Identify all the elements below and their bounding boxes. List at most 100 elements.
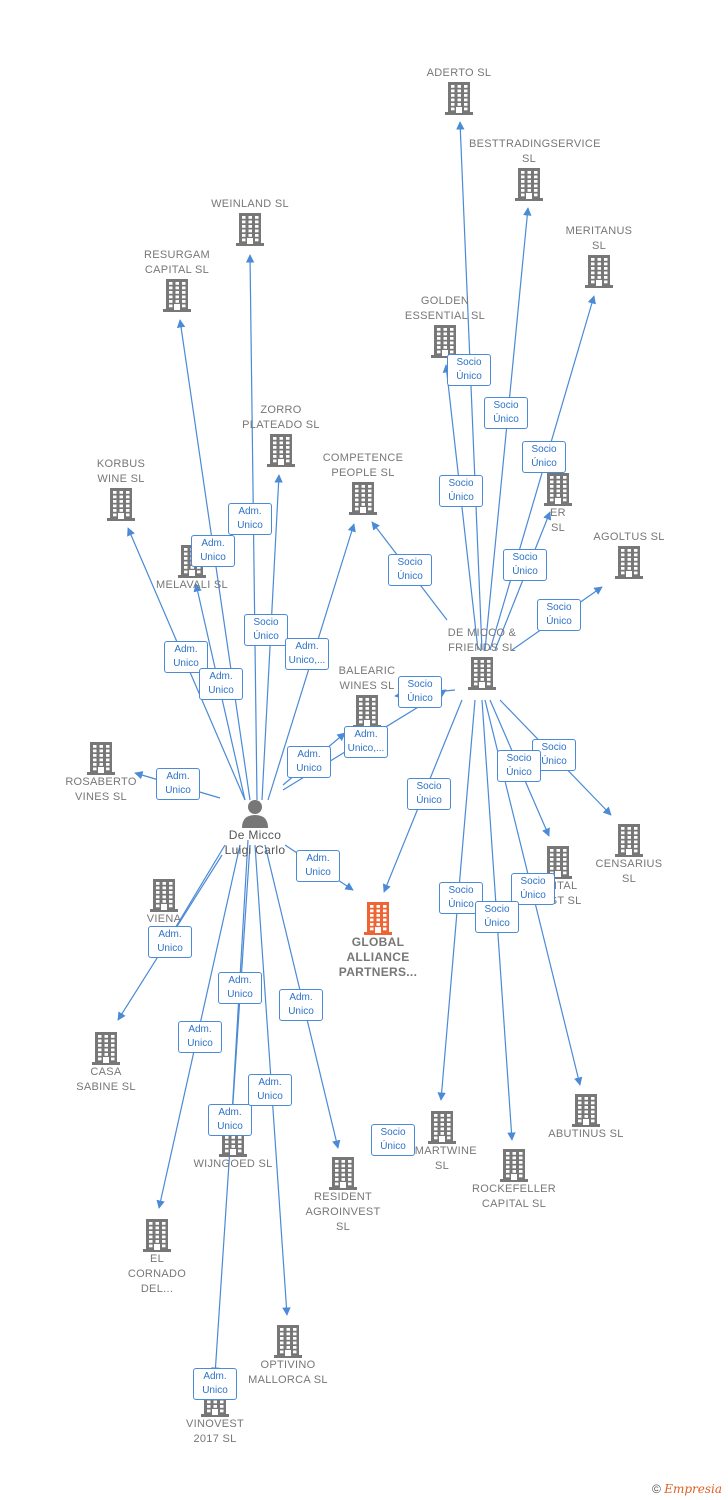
edge-label-badge[interactable]: Socio Único: [511, 873, 555, 905]
edge-label-badge[interactable]: Socio Único: [371, 1124, 415, 1156]
edge-label-badge[interactable]: Adm. Unico: [191, 535, 235, 567]
node-resident[interactable]: RESIDENT AGROINVEST SL: [283, 1156, 403, 1235]
building-icon: [382, 1110, 502, 1144]
edge-demf-er: [494, 511, 552, 651]
edge-label-badge[interactable]: Socio Único: [484, 397, 528, 429]
edge-demf-meritanus: [489, 295, 596, 651]
edge-demf-besttrading: [484, 207, 532, 651]
node-abutinus[interactable]: ABUTINUS SL: [526, 1093, 646, 1142]
node-label: GOLDEN ESSENTIAL SL: [404, 295, 486, 322]
node-competence[interactable]: COMPETENCE PEOPLE SL: [303, 451, 423, 515]
node-smartwine[interactable]: SMARTWINE SL: [382, 1110, 502, 1174]
edge-label-badge[interactable]: Adm. Unico: [178, 1021, 222, 1053]
edge-label-badge[interactable]: Adm. Unico: [156, 768, 200, 800]
building-icon: [318, 901, 438, 935]
node-label: COMPETENCE PEOPLE SL: [322, 452, 404, 479]
node-label: GLOBAL ALLIANCE PARTNERS...: [338, 935, 418, 979]
edge-label-badge[interactable]: Socio Único: [447, 354, 491, 386]
node-besttrading[interactable]: BESTTRADINGSERVICE SL: [469, 137, 600, 201]
edge-label-badge[interactable]: Socio Único: [439, 475, 483, 507]
node-casasabine[interactable]: CASA SABINE SL: [46, 1031, 166, 1095]
node-agoltus[interactable]: AGOLTUS SL: [569, 530, 689, 579]
edge-label-badge[interactable]: Adm. Unico: [248, 1074, 292, 1106]
edge-label-badge[interactable]: Socio Único: [522, 441, 566, 473]
node-label: ER SL: [550, 507, 566, 534]
building-icon: [303, 481, 423, 515]
edge-label-badge[interactable]: Socio Único: [537, 599, 581, 631]
node-optivino[interactable]: OPTIVINO MALLORCA SL: [228, 1324, 348, 1388]
building-icon: [228, 1324, 348, 1358]
building-icon: [469, 167, 589, 201]
node-person[interactable]: De Micco Luigi Carlo: [195, 798, 315, 858]
edge-label-badge[interactable]: Adm. Unico: [287, 746, 331, 778]
edge-label-badge[interactable]: Adm. Unico: [164, 641, 208, 673]
node-rockefeller[interactable]: ROCKEFELLER CAPITAL SL: [454, 1148, 574, 1212]
node-demf[interactable]: DE MICCO & FRIENDS SL: [422, 626, 542, 690]
node-label: MELAVALI SL: [156, 579, 228, 591]
node-meritanus[interactable]: MERITANUS SL: [539, 224, 659, 288]
edge-label-badge[interactable]: Adm. Unico: [199, 668, 243, 700]
node-elcornado[interactable]: EL CORNADO DEL...: [97, 1218, 217, 1297]
building-icon: [61, 487, 181, 521]
building-icon: [454, 1148, 574, 1182]
edge-label-badge[interactable]: Adm. Unico: [193, 1368, 237, 1400]
node-label: OPTIVINO MALLORCA SL: [248, 1359, 328, 1386]
building-icon: [399, 81, 519, 115]
edge-label-badge[interactable]: Socio Único: [497, 750, 541, 782]
node-er[interactable]: ER SL: [498, 472, 618, 536]
node-zorro[interactable]: ZORRO PLATEADO SL: [221, 403, 341, 467]
node-label: ROCKEFELLER CAPITAL SL: [472, 1183, 556, 1210]
copyright-icon: ©: [652, 1482, 661, 1496]
edge-label-badge[interactable]: Socio Único: [503, 549, 547, 581]
edge-label-badge[interactable]: Adm. Unico: [148, 926, 192, 958]
node-rosaberto[interactable]: ROSABERTO VINES SL: [41, 741, 161, 805]
building-icon: [104, 878, 224, 912]
node-weinland[interactable]: WEINLAND SL: [190, 197, 310, 246]
edge-label-badge[interactable]: Adm. Unico: [228, 503, 272, 535]
node-label: VINOVEST 2017 SL: [185, 1418, 245, 1445]
edge-label-badge[interactable]: Adm. Unico: [279, 989, 323, 1021]
node-label: CASA SABINE SL: [76, 1066, 136, 1093]
building-icon: [41, 741, 161, 775]
building-icon: [422, 656, 542, 690]
node-golden[interactable]: GOLDEN ESSENTIAL SL: [385, 294, 505, 358]
brand-logo[interactable]: Empresia: [664, 1482, 722, 1496]
node-label: ZORRO PLATEADO SL: [242, 404, 320, 431]
node-balearic[interactable]: BALEARIC WINES SL: [307, 664, 427, 728]
node-korbus[interactable]: KORBUS WINE SL: [61, 457, 181, 521]
building-icon: [569, 823, 689, 857]
person-icon: [195, 798, 315, 828]
node-label: RESURGAM CAPITAL SL: [144, 249, 210, 276]
edge-label-badge[interactable]: Adm. Unico,...: [344, 726, 388, 758]
node-aderto[interactable]: ADERTO SL: [399, 66, 519, 115]
node-label: De Micco Luigi Carlo: [224, 828, 286, 857]
edge-label-badge[interactable]: Socio Único: [398, 676, 442, 708]
edge-demf-golden: [442, 364, 479, 651]
node-label: RESIDENT AGROINVEST SL: [305, 1191, 381, 1233]
edge-person-viena: [170, 844, 226, 936]
building-icon: [221, 433, 341, 467]
building-icon: [97, 1218, 217, 1252]
edge-label-badge[interactable]: Socio Único: [388, 554, 432, 586]
building-icon: [569, 545, 689, 579]
edge-label-badge[interactable]: Adm. Unico: [296, 850, 340, 882]
node-resurgam[interactable]: RESURGAM CAPITAL SL: [117, 248, 237, 312]
node-label: WEINLAND SL: [211, 198, 289, 210]
node-label: SMARTWINE SL: [407, 1145, 477, 1172]
edge-label-badge[interactable]: Adm. Unico: [218, 972, 262, 1004]
footer: © Empresia: [652, 1482, 722, 1496]
node-label: AGOLTUS SL: [593, 531, 665, 543]
edge-label-badge[interactable]: Socio Único: [407, 778, 451, 810]
building-icon: [526, 1093, 646, 1127]
node-label: ABUTINUS SL: [548, 1128, 624, 1140]
edge-label-badge[interactable]: Socio Único: [475, 901, 519, 933]
building-icon: [498, 845, 618, 879]
node-label: EL CORNADO DEL...: [127, 1253, 187, 1295]
building-icon: [283, 1156, 403, 1190]
building-icon: [46, 1031, 166, 1065]
edge-label-badge[interactable]: Adm. Unico,...: [285, 638, 329, 670]
edge-label-badge[interactable]: Socio Único: [244, 614, 288, 646]
node-global[interactable]: GLOBAL ALLIANCE PARTNERS...: [318, 901, 438, 980]
edge-label-badge[interactable]: Adm. Unico: [208, 1104, 252, 1136]
node-censarius[interactable]: CENSARIUS SL: [569, 823, 689, 887]
